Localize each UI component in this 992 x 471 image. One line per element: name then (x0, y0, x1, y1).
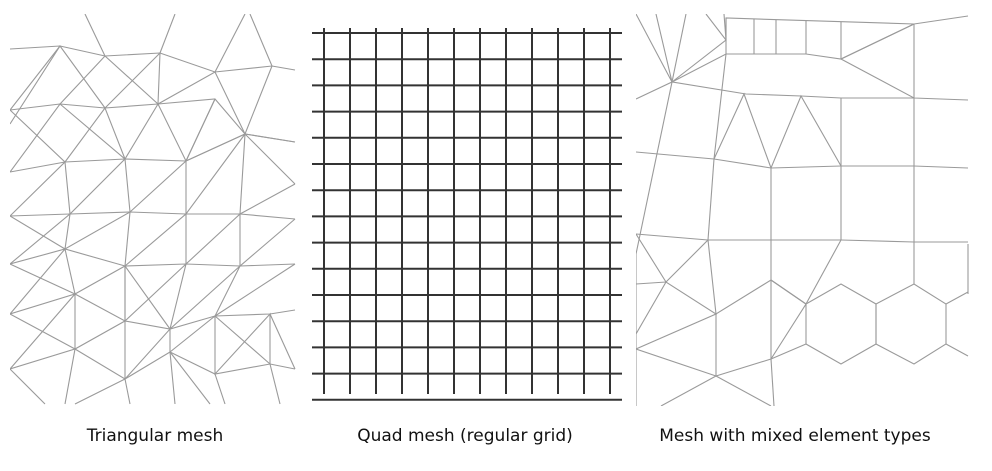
quad-mesh-caption: Quad mesh (regular grid) (357, 426, 573, 446)
quad-mesh-drawing (312, 28, 622, 401)
triangular-mesh-drawing (10, 14, 296, 405)
quad-mesh-panel (304, 14, 626, 406)
triangular-mesh-panel (10, 14, 300, 406)
mixed-mesh-drawing (636, 14, 969, 406)
triangular-mesh-caption: Triangular mesh (86, 426, 224, 446)
mixed-mesh-panel (636, 14, 970, 406)
mixed-mesh-caption: Mesh with mixed element types (659, 426, 931, 446)
